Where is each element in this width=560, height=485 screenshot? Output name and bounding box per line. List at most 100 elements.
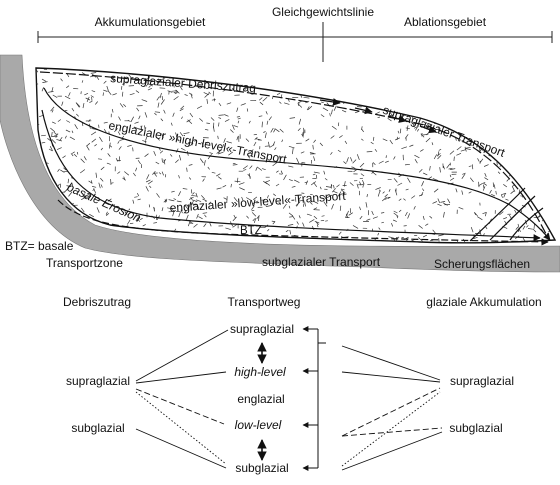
debris-mark xyxy=(510,80,514,86)
debris-mark xyxy=(262,180,268,185)
debris-mark xyxy=(63,167,67,171)
debris-mark xyxy=(330,151,333,155)
debris-mark xyxy=(263,76,267,81)
debris-mark xyxy=(121,86,123,90)
debris-mark xyxy=(384,79,388,82)
debris-mark xyxy=(539,136,542,142)
debris-mark xyxy=(180,209,183,214)
debris-mark xyxy=(169,154,173,157)
debris-mark xyxy=(497,171,501,174)
debris-mark xyxy=(539,104,542,111)
debris-mark xyxy=(188,164,193,166)
debris-mark xyxy=(523,110,527,112)
debris-mark xyxy=(171,190,175,193)
debris-mark xyxy=(283,102,290,105)
debris-mark xyxy=(378,160,384,164)
debris-mark xyxy=(145,179,151,183)
debris-mark xyxy=(312,173,316,176)
debris-mark xyxy=(66,185,72,187)
debris-mark xyxy=(302,73,305,77)
debris-mark xyxy=(274,147,277,151)
debris-mark xyxy=(56,183,60,188)
debris-mark xyxy=(90,95,94,98)
debris-mark xyxy=(289,68,294,70)
mid-englacial-label: englazial xyxy=(237,392,284,406)
debris-mark xyxy=(525,151,531,155)
debris-mark xyxy=(313,156,316,161)
debris-mark xyxy=(426,98,430,103)
debris-mark xyxy=(139,217,143,221)
debris-mark xyxy=(404,211,408,217)
debris-mark xyxy=(282,203,287,209)
debris-mark xyxy=(469,94,475,98)
debris-mark xyxy=(172,211,175,217)
debris-mark xyxy=(484,103,489,105)
debris-mark xyxy=(459,122,464,128)
debris-mark xyxy=(424,108,429,110)
debris-mark xyxy=(108,142,111,149)
debris-mark xyxy=(182,188,188,190)
debris-mark xyxy=(458,139,461,142)
debris-mark xyxy=(457,132,462,138)
debris-mark xyxy=(423,172,428,176)
debris-mark xyxy=(114,128,118,133)
debris-mark xyxy=(146,174,150,180)
debris-mark xyxy=(535,110,538,116)
debris-mark xyxy=(170,122,173,126)
debris-mark xyxy=(422,234,428,238)
debris-mark xyxy=(425,223,429,226)
debris-mark xyxy=(516,156,519,162)
debris-mark xyxy=(407,83,412,89)
debris-mark xyxy=(443,165,445,170)
debris-mark xyxy=(161,133,164,139)
debris-mark xyxy=(142,224,146,227)
debris-mark xyxy=(512,111,518,116)
debris-mark xyxy=(107,90,112,96)
debris-mark xyxy=(341,188,345,191)
debris-mark xyxy=(420,133,425,138)
debris-mark xyxy=(232,164,238,166)
debris-mark xyxy=(417,128,420,132)
debris-mark xyxy=(148,83,153,87)
debris-mark xyxy=(446,163,451,169)
debris-mark xyxy=(365,68,368,70)
debris-mark xyxy=(356,183,359,189)
debris-mark xyxy=(444,68,449,71)
debris-mark xyxy=(199,118,204,122)
debris-mark xyxy=(100,177,104,182)
debris-mark xyxy=(163,109,166,114)
debris-mark xyxy=(145,136,148,141)
debris-mark xyxy=(304,201,306,207)
debris-mark xyxy=(407,97,413,101)
debris-mark xyxy=(517,223,520,228)
debris-mark xyxy=(407,177,411,183)
debris-mark xyxy=(351,166,355,168)
debris-mark xyxy=(437,95,441,99)
debris-mark xyxy=(112,93,117,96)
debris-mark xyxy=(551,124,555,128)
debris-mark xyxy=(418,225,423,229)
debris-mark xyxy=(90,72,97,74)
debris-mark xyxy=(520,128,524,132)
debris-mark xyxy=(173,96,179,101)
debris-mark xyxy=(323,170,326,175)
debris-mark xyxy=(216,173,221,177)
debris-mark xyxy=(134,196,138,198)
debris-mark xyxy=(339,205,342,211)
btz-definition-line2: Transportzone xyxy=(46,256,123,270)
debris-mark xyxy=(312,200,319,204)
debris-mark xyxy=(307,105,313,111)
debris-mark xyxy=(398,69,401,74)
debris-mark xyxy=(390,76,394,82)
debris-mark xyxy=(503,193,506,198)
debris-mark xyxy=(134,121,139,124)
debris-mark xyxy=(325,220,328,222)
debris-mark xyxy=(471,68,475,71)
debris-mark xyxy=(51,87,54,93)
debris-mark xyxy=(208,201,212,205)
debris-mark xyxy=(202,178,205,182)
debris-mark xyxy=(471,69,475,75)
debris-mark xyxy=(556,237,559,241)
debris-mark xyxy=(48,148,53,152)
debris-mark xyxy=(452,79,459,82)
